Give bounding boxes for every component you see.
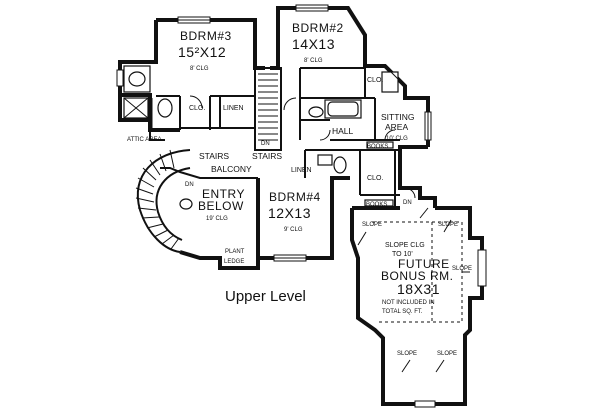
bdrm3-size: 15²X12	[178, 44, 226, 60]
linen-label-upper: LINEN	[223, 105, 244, 112]
entry-name-2: BELOW	[198, 199, 244, 213]
bdrm2-name: BDRM#2	[292, 21, 344, 35]
bath-fixtures	[123, 65, 406, 174]
bonus-slope-lines	[357, 207, 470, 373]
plant-ledge-label-2: LEDGE	[224, 259, 244, 265]
hall-label: HALL	[332, 126, 354, 136]
plant-ledge-label-1: PLANT	[225, 249, 245, 255]
windows	[116, 4, 487, 408]
slope-label-5: SLOPE	[437, 351, 457, 357]
bonus-ceiling-1: SLOPE CLG	[385, 242, 425, 249]
stairs-label-left: STAIRS	[199, 151, 229, 161]
dn-label-bonus: DN	[403, 200, 412, 206]
bdrm4-size: 12X13	[268, 205, 311, 221]
bdrm2-ceiling: 8' CLG	[304, 58, 323, 64]
door-swings	[189, 95, 416, 199]
attic-area	[149, 98, 165, 141]
slope-label-4: SLOPE	[397, 351, 417, 357]
bonus-note-1: NOT INCLUDED IN	[382, 300, 435, 306]
bonus-note-2: TOTAL SQ. FT.	[382, 309, 423, 315]
stairs-main	[258, 73, 278, 141]
bonus-name-1: FUTURE	[398, 257, 450, 271]
clo-label-bdrm2: CLO.	[367, 77, 383, 84]
sitting-ceiling: 10' CLG	[386, 136, 408, 142]
bonus-name-2: BONUS RM.	[381, 269, 454, 283]
bdrm3-name: BDRM#3	[180, 29, 232, 43]
entry-ceiling: 19' CLG	[206, 216, 228, 222]
sitting-name-1: SITTING	[381, 112, 415, 122]
sitting-name-2: AREA	[385, 122, 408, 132]
bdrm3-ceiling: 8' CLG	[190, 66, 209, 72]
bdrm2-size: 14X13	[292, 36, 335, 52]
stairs-label-right: STAIRS	[252, 151, 282, 161]
clo-label-lower: CLO.	[367, 175, 383, 182]
entry-name-1: ENTRY	[202, 187, 245, 201]
linen-label-lower: LINEN	[291, 167, 312, 174]
bdrm4-name: BDRM#4	[269, 190, 321, 204]
slope-label-3: SLOPE	[452, 266, 472, 272]
dn-label-stairs: DN	[261, 141, 270, 147]
balcony-label: BALCONY	[211, 164, 252, 174]
labels: BDRM#3 15²X12 8' CLG BDRM#2 14X13 8' CLG…	[127, 21, 472, 357]
bdrm4-ceiling: 9' CLG	[284, 227, 303, 233]
interior-walls	[156, 66, 400, 208]
bonus-ceiling-2: TO 10'	[392, 251, 413, 258]
books-label-upper: BOOKS	[367, 144, 388, 150]
attic-area-label: ATTIC AREA	[127, 137, 162, 143]
dn-label-curved: DN	[185, 182, 194, 188]
slope-label-2: SLOPE	[438, 222, 458, 228]
level-caption: Upper Level	[225, 288, 306, 305]
slope-label-1: SLOPE	[362, 222, 382, 228]
bookshelves	[364, 141, 394, 207]
bonus-size: 18X31	[397, 281, 440, 297]
books-label-lower: BOOKS	[366, 202, 387, 208]
clo-label-bdrm3: CLO.	[189, 105, 205, 112]
stairs-curved	[135, 149, 193, 253]
